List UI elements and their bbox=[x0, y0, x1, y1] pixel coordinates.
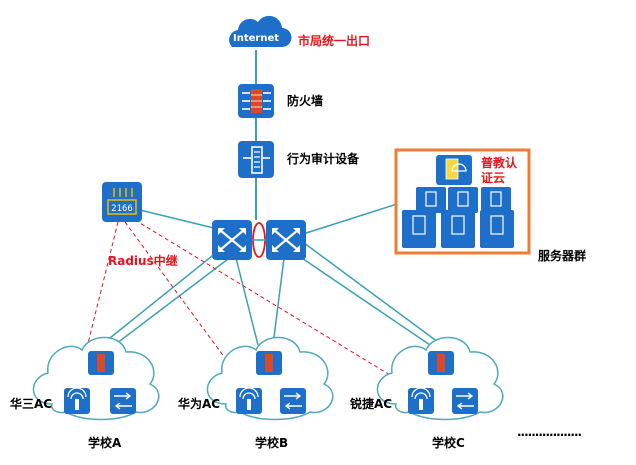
link-core-radius bbox=[139, 209, 223, 231]
school-a-name: 学校A bbox=[88, 436, 122, 450]
server-icon bbox=[402, 187, 514, 248]
school-cloud-A bbox=[32, 336, 160, 421]
link-core-schoolB-1 bbox=[235, 257, 259, 346]
firewall-icon bbox=[238, 84, 274, 118]
link-core-schoolB-2 bbox=[272, 257, 285, 346]
school-c-ac-label: 锐捷AC bbox=[350, 397, 393, 411]
switch-icon bbox=[212, 220, 252, 260]
audit-caption: 行为审计设备 bbox=[287, 152, 360, 166]
server-group-caption: 服务器群 bbox=[538, 249, 587, 263]
wireless-ap-icon bbox=[408, 387, 434, 414]
switch-icon bbox=[110, 388, 136, 414]
link-core-schoolC-1 bbox=[289, 249, 431, 346]
school-b-name: 学校B bbox=[255, 436, 289, 450]
switch-icon bbox=[452, 388, 478, 414]
internet-caption: 市局统一出口 bbox=[298, 34, 371, 48]
cloud-service-caption: 普教认证云 bbox=[481, 156, 518, 185]
school-cloud-C bbox=[376, 336, 504, 421]
internet-label: Internet bbox=[233, 33, 279, 44]
more-schools-ellipsis: ·················· bbox=[517, 428, 582, 442]
switch-icon bbox=[280, 388, 306, 414]
link-core-schoolA-2 bbox=[107, 255, 233, 351]
radius-device-text: 2166 bbox=[111, 204, 133, 214]
server-group-box bbox=[394, 148, 531, 255]
link-core-schoolA-1 bbox=[94, 247, 223, 351]
cloud-auth-icon bbox=[436, 155, 472, 185]
firewall-icon bbox=[88, 351, 114, 375]
link-core-schoolC-2 bbox=[299, 239, 443, 346]
audit-device-icon bbox=[238, 141, 274, 178]
wireless-ap-icon bbox=[236, 387, 262, 414]
switch-icon bbox=[266, 220, 306, 260]
radius-caption: Radius中继 bbox=[108, 254, 178, 268]
radius-link-schoolA bbox=[75, 221, 119, 393]
school-cloud-B bbox=[206, 336, 334, 421]
school-c-name: 学校C bbox=[432, 436, 465, 450]
wireless-ap-icon bbox=[64, 387, 90, 414]
radius-link-schoolC bbox=[134, 219, 419, 393]
link-core-servers bbox=[302, 203, 398, 235]
school-a-ac-label: 华三AC bbox=[10, 397, 53, 411]
school-b-ac-label: 华为AC bbox=[178, 397, 221, 411]
firewall-icon bbox=[256, 351, 282, 375]
radius-server-icon: 2166 bbox=[102, 182, 142, 222]
firewall-icon bbox=[428, 351, 454, 375]
firewall-caption: 防火墙 bbox=[287, 94, 324, 108]
cloud-icon: Internet bbox=[229, 15, 292, 47]
